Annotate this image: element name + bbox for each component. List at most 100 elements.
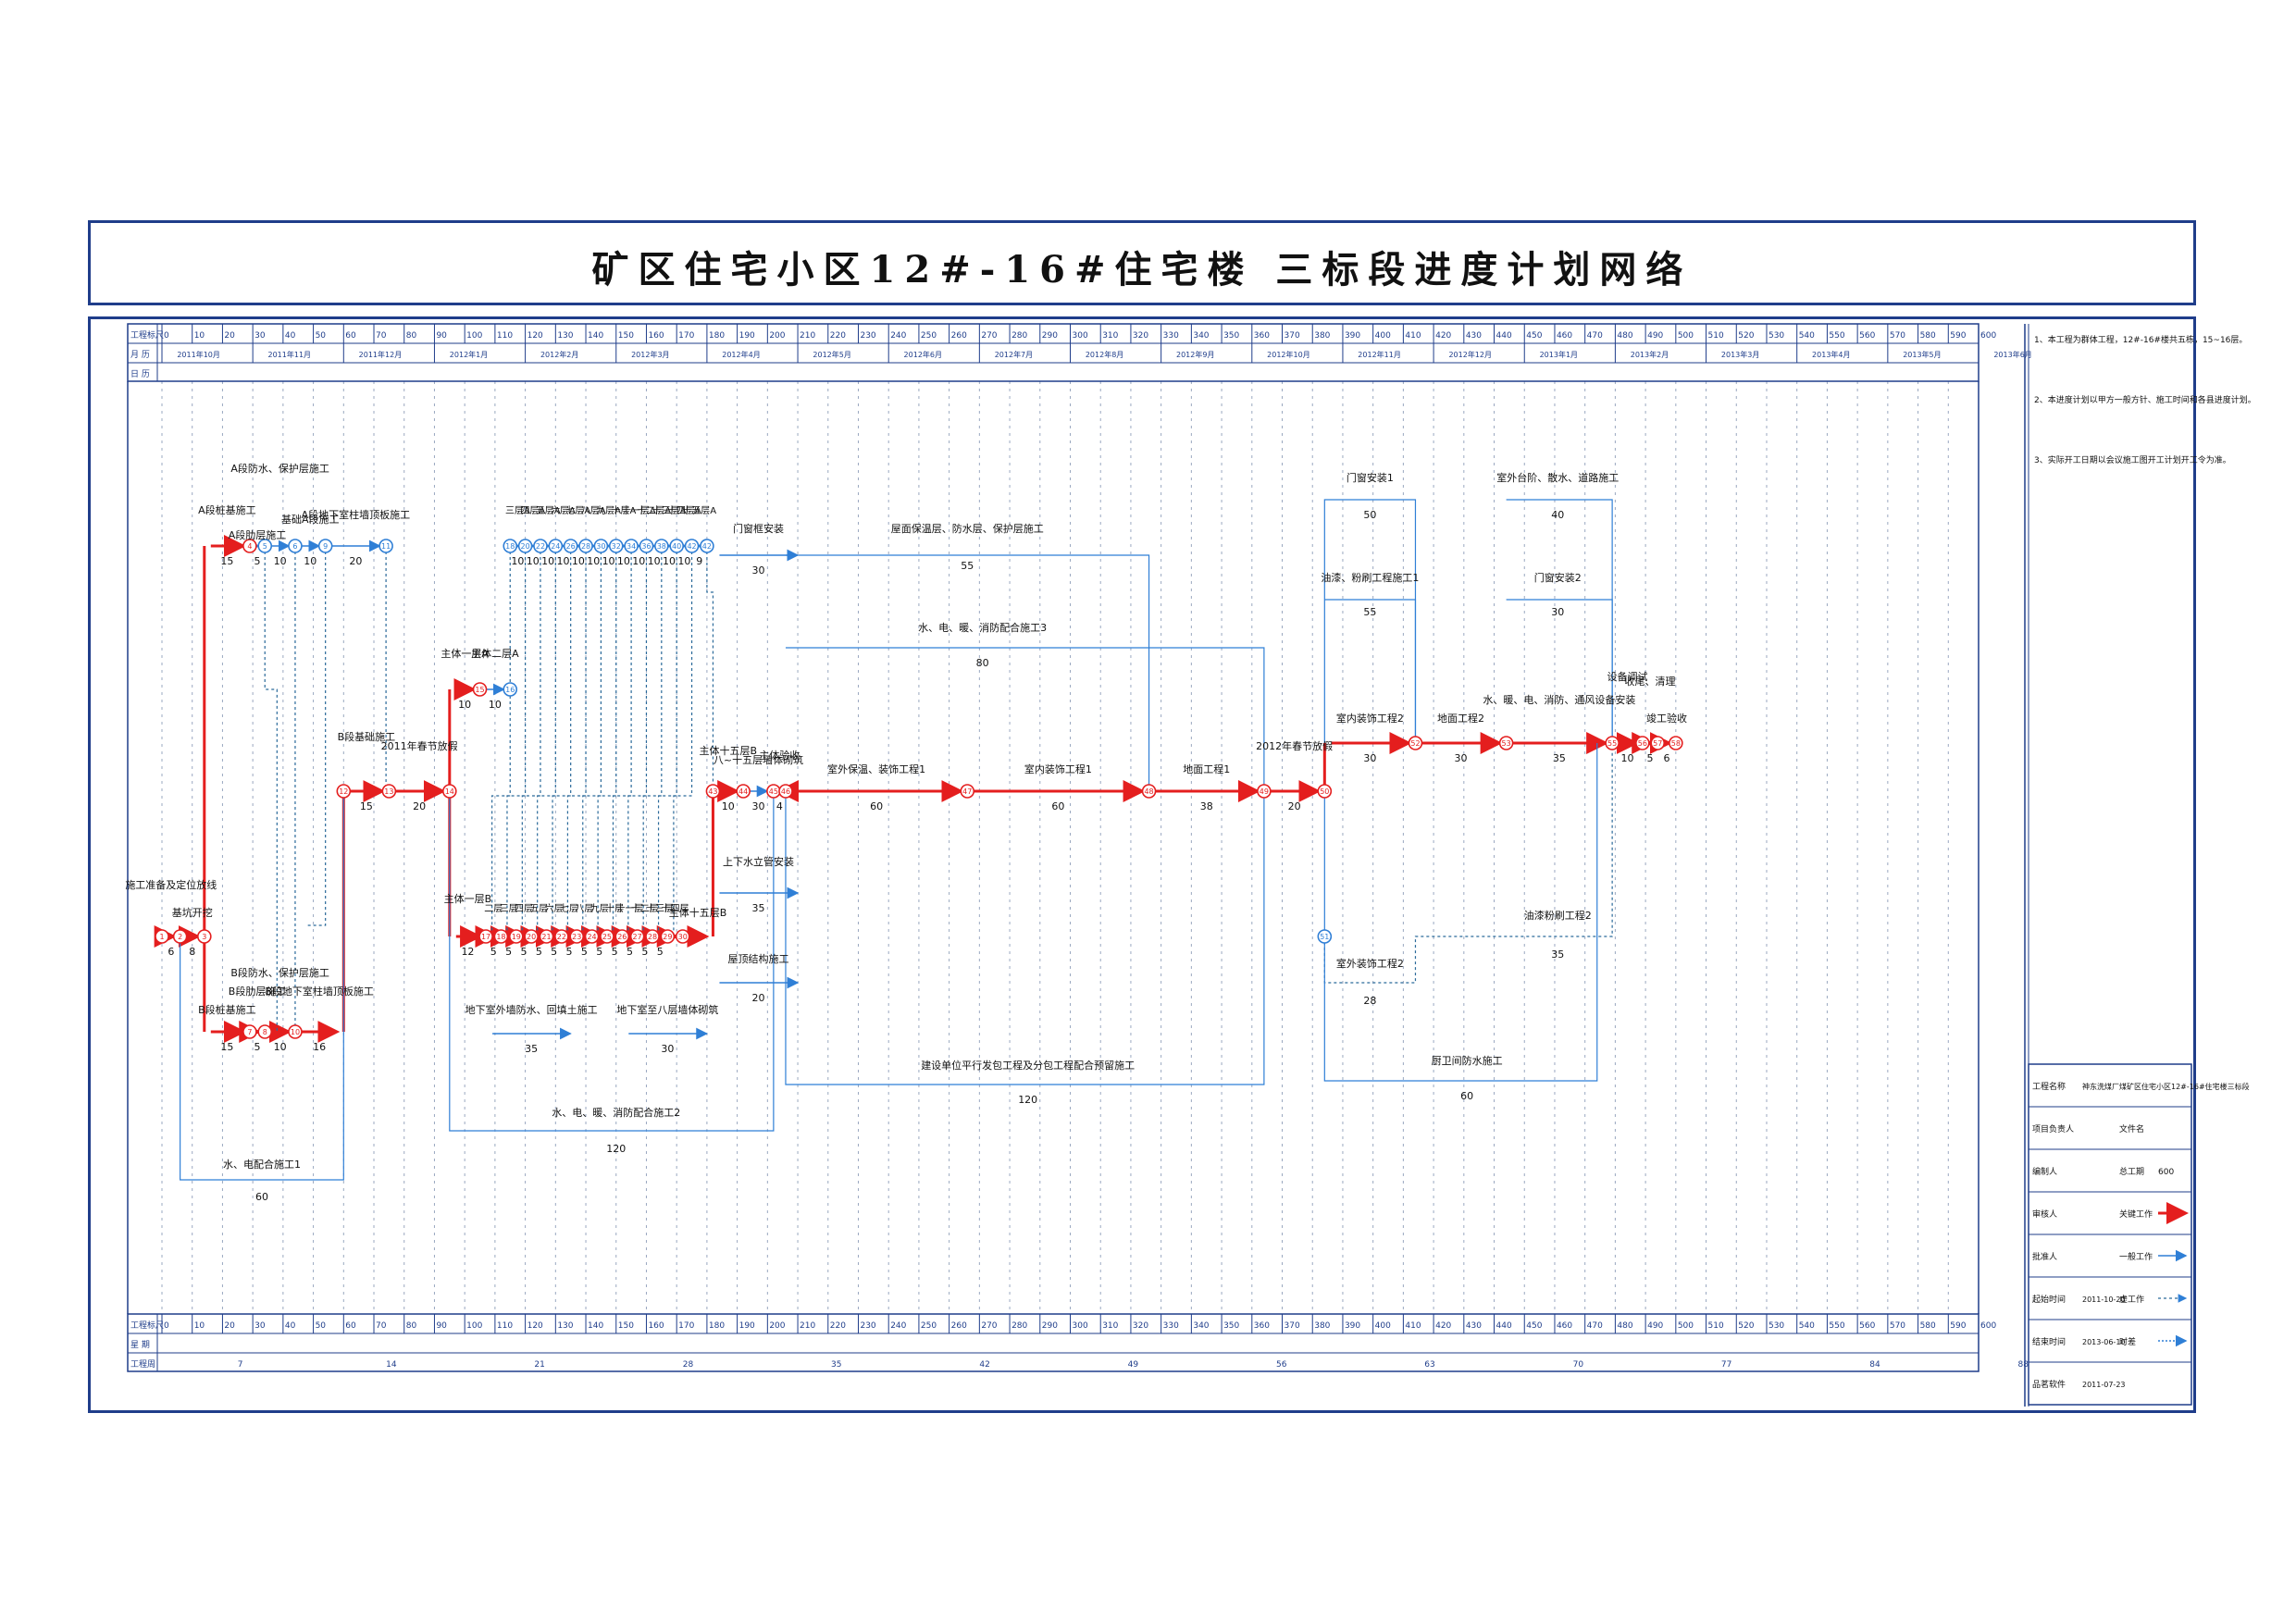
week-number: 49 bbox=[1128, 1360, 1139, 1370]
activity-duration: 28 bbox=[1363, 995, 1376, 1007]
tick-label: 80 bbox=[406, 331, 417, 341]
tick-label: 260 bbox=[951, 331, 967, 341]
dummy-link bbox=[642, 546, 663, 936]
event-node-number: 34 bbox=[627, 542, 636, 551]
activity-label: 设备调试 bbox=[1607, 670, 1647, 683]
tick-label: 570 bbox=[1890, 331, 1905, 341]
activity-duration: 10 bbox=[304, 555, 316, 567]
activity-duration: 60 bbox=[1460, 1090, 1473, 1102]
activity-label: 九层 bbox=[590, 903, 609, 914]
event-node-number: 52 bbox=[1410, 739, 1420, 748]
day-label: 日 历 bbox=[130, 369, 150, 379]
title-block-key: 编制人 bbox=[2032, 1166, 2057, 1177]
activity-label: 竣工验收 bbox=[1646, 712, 1687, 725]
tick-label: 280 bbox=[1011, 331, 1027, 341]
activity-duration: 10 bbox=[274, 1041, 287, 1053]
event-node bbox=[242, 539, 257, 553]
title-block-key: 审核人 bbox=[2032, 1209, 2057, 1220]
month-label: 2011年12月 bbox=[359, 350, 403, 359]
activity-duration: 15 bbox=[220, 1041, 233, 1053]
event-node bbox=[675, 929, 690, 944]
activity-duration: 5 bbox=[641, 946, 648, 958]
tick-label: 100 bbox=[466, 1321, 482, 1331]
activity-label: 十三层A bbox=[652, 504, 687, 516]
event-node bbox=[669, 539, 684, 553]
tick-label: 340 bbox=[1193, 331, 1209, 341]
tick-label: 590 bbox=[1950, 331, 1966, 341]
tick-label: 220 bbox=[830, 1321, 846, 1331]
activity-label: 五层 bbox=[529, 903, 548, 914]
month-label: 2012年1月 bbox=[450, 350, 488, 359]
activity-label: 十二层 bbox=[631, 902, 659, 914]
activity-duration: 10 bbox=[617, 555, 630, 567]
title-block-key: 批准人 bbox=[2032, 1251, 2057, 1262]
event-node-number: 18 bbox=[496, 933, 505, 941]
tick-label: 230 bbox=[860, 1321, 875, 1331]
tick-label: 320 bbox=[1133, 1321, 1148, 1331]
activity-label: 水、电、暖、消防配合施工2 bbox=[552, 1106, 680, 1119]
activity-duration: 10 bbox=[587, 555, 600, 567]
tick-label: 450 bbox=[1526, 1321, 1542, 1331]
event-node-number: 38 bbox=[657, 542, 666, 551]
tick-label: 580 bbox=[1920, 1321, 1936, 1331]
event-node-number: 20 bbox=[521, 542, 530, 551]
event-node bbox=[517, 539, 533, 553]
activity-duration: 20 bbox=[752, 992, 765, 1004]
activity-label: 地面工程1 bbox=[1183, 763, 1230, 775]
tick-label: 320 bbox=[1133, 331, 1148, 341]
tick-label: 530 bbox=[1769, 1321, 1784, 1331]
title-block-key: 项目负责人 bbox=[2032, 1123, 2074, 1134]
tick-label: 150 bbox=[618, 331, 634, 341]
tick-label: 580 bbox=[1920, 331, 1936, 341]
title-block-value: 2011-10-20 bbox=[2082, 1295, 2126, 1304]
event-node bbox=[503, 539, 518, 553]
tick-label: 270 bbox=[981, 331, 997, 341]
tick-label: 460 bbox=[1557, 1321, 1572, 1331]
activity-duration: 60 bbox=[870, 800, 883, 812]
activity-label: 八层 bbox=[575, 903, 593, 914]
activity-label: 主体十五层B bbox=[700, 744, 758, 757]
dummy-link bbox=[582, 546, 602, 936]
month-label: 2012年9月 bbox=[1176, 350, 1214, 359]
tick-label: 20 bbox=[224, 1321, 235, 1331]
activity-label: 收尾、清理 bbox=[1625, 675, 1676, 688]
title-block-key: 虚工作 bbox=[2119, 1294, 2144, 1305]
event-node-number: 30 bbox=[596, 542, 605, 551]
event-node-number: 36 bbox=[641, 542, 651, 551]
tick-label: 140 bbox=[588, 1321, 603, 1331]
activity-duration: 40 bbox=[1551, 509, 1564, 521]
tick-label: 440 bbox=[1496, 1321, 1512, 1331]
event-node bbox=[1317, 784, 1333, 799]
activity-duration: 120 bbox=[1018, 1094, 1037, 1106]
event-node-number: 8 bbox=[263, 1028, 267, 1036]
event-node bbox=[563, 539, 578, 553]
link-line bbox=[785, 791, 1265, 1085]
event-node-number: 5 bbox=[263, 542, 267, 551]
title-block-key: 总工期 bbox=[2119, 1166, 2144, 1177]
tick-label: 30 bbox=[254, 331, 266, 341]
activity-duration: 10 bbox=[663, 555, 676, 567]
event-node-number: 32 bbox=[612, 542, 621, 551]
event-node bbox=[736, 784, 751, 799]
tick-label: 560 bbox=[1859, 1321, 1875, 1331]
tick-label: 500 bbox=[1678, 1321, 1694, 1331]
activity-label: 油漆、粉刷工程施工1 bbox=[1321, 571, 1419, 584]
week-label: 星 期 bbox=[130, 1340, 150, 1350]
activity-label: 主体验收 bbox=[759, 749, 800, 762]
month-label: 2012年6月 bbox=[904, 350, 942, 359]
event-node bbox=[629, 929, 645, 944]
event-node bbox=[593, 539, 609, 553]
tick-label: 230 bbox=[860, 331, 875, 341]
dummy-link bbox=[566, 546, 587, 936]
activity-duration: 10 bbox=[677, 555, 690, 567]
month-label: 2012年11月 bbox=[1358, 350, 1401, 359]
activity-duration: 10 bbox=[489, 699, 502, 711]
week-number: 56 bbox=[1276, 1360, 1287, 1370]
event-node-number: 58 bbox=[1671, 739, 1681, 748]
dummy-link bbox=[612, 546, 632, 936]
event-node bbox=[778, 784, 793, 799]
event-node bbox=[654, 539, 669, 553]
event-node-number: 9 bbox=[323, 542, 328, 551]
dummy-link bbox=[552, 546, 572, 936]
tick-label: 30 bbox=[254, 1321, 266, 1331]
